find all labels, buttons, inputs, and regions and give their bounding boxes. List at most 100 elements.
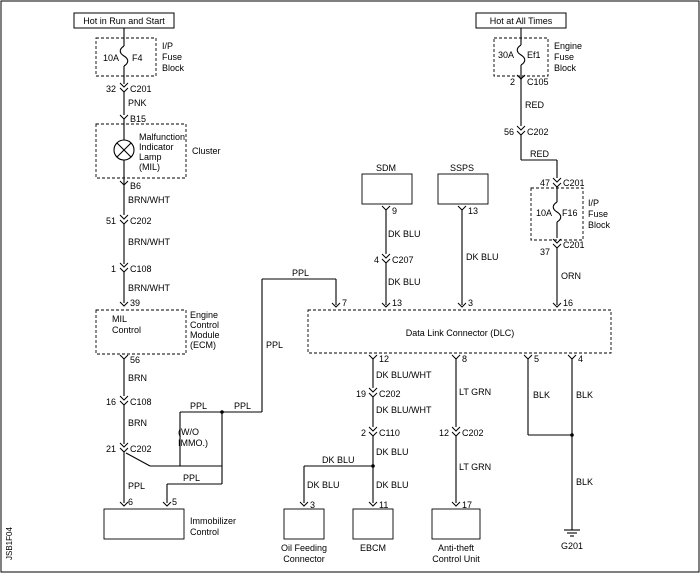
fuse-f4-rating: 10A	[103, 53, 119, 63]
wire-lt-grn-1-label: LT GRN	[459, 387, 491, 397]
ecm-name-l3: Module	[190, 330, 220, 340]
oil-feeding-l1: Oil Feeding	[281, 543, 327, 553]
pin-b15-marker	[119, 114, 129, 120]
fuse-f4-block-l1: I/P	[162, 41, 173, 51]
pin-37: 37	[540, 247, 550, 257]
fuse-f16-rating: 10A	[536, 208, 552, 218]
connector-c202-d-label: C202	[379, 389, 401, 399]
connector-c202-c-label: C202	[527, 127, 549, 137]
connector-c202-e-label: C202	[462, 428, 484, 438]
ground-label: G201	[561, 541, 583, 551]
dlc-label: Data Link Connector (DLC)	[406, 328, 515, 338]
wire-brn-wht-2-label: BRN/WHT	[128, 237, 170, 247]
fuse-f4-icon	[119, 45, 129, 67]
pin-56-c202: 56	[504, 127, 514, 137]
connector-c108-b-label: C108	[130, 397, 152, 407]
pin-6: 6	[128, 497, 133, 507]
fuse-f4-block-l2: Fuse	[162, 52, 182, 62]
connector-c202-c	[516, 125, 526, 136]
wire-ppl-v-label: PPL	[266, 340, 283, 350]
pin-4-c207: 4	[374, 255, 379, 265]
connector-c201-right-top	[552, 177, 562, 188]
wire-brn-wht-3-label: BRN/WHT	[128, 283, 170, 293]
dlc-pin-7: 7	[342, 298, 347, 308]
fuse-f16-block-l1: I/P	[588, 198, 599, 208]
connector-c201-left	[119, 82, 129, 93]
source-all-times-label: Hot at All Times	[490, 16, 553, 26]
connector-c110-label: C110	[379, 428, 400, 438]
sdm-label: SDM	[376, 163, 396, 173]
ssps-pin-13-marker	[457, 205, 467, 211]
fuse-ef1-block-l3: Block	[554, 63, 577, 73]
pin-12-c202: 12	[439, 428, 449, 438]
wire-dk-blu-branch-label: DK BLU	[322, 455, 355, 465]
ebcm-box	[352, 508, 394, 540]
immobilizer-l1: Immobilizer	[190, 516, 236, 526]
wire-ppl-h2-label: PPL	[234, 401, 251, 411]
pin-47: 47	[540, 178, 550, 188]
pin-2-c105: 2	[510, 77, 515, 87]
fuse-block-f4	[95, 37, 157, 77]
mil-lamp-l2: Indicator	[139, 142, 174, 152]
wire-sdm-dk-blu-1-label: DK BLU	[388, 229, 421, 239]
pin-21: 21	[106, 444, 116, 454]
dlc-pin-16: 16	[563, 298, 573, 308]
fuse-ef1-icon	[516, 44, 526, 66]
oil-pin-3: 3	[310, 500, 315, 510]
wire-pnk-label: PNK	[128, 98, 147, 108]
ecm-inner-l2: Control	[112, 325, 141, 335]
immobilizer-l2: Control	[190, 527, 219, 537]
pin-32: 32	[106, 84, 116, 94]
document-id: JSB1F04	[5, 527, 14, 560]
pin-51: 51	[106, 216, 116, 226]
connector-c108-a	[119, 262, 129, 273]
wire-ssps-dk-blu-label: DK BLU	[466, 252, 499, 262]
wire-sdm-dk-blu-2-label: DK BLU	[388, 277, 421, 287]
pin-56-ecm: 56	[130, 355, 140, 365]
dlc-pin-12: 12	[379, 354, 389, 364]
dlc-box	[307, 309, 612, 354]
pin-1: 1	[111, 264, 116, 274]
pin-16: 16	[106, 397, 116, 407]
wire-ppl-top-label: PPL	[292, 268, 309, 278]
wire-brn-2-label: BRN	[128, 418, 147, 428]
fuse-f16-block-l3: Block	[588, 220, 611, 230]
wire-dk-blu-wht-2-label: DK BLU/WHT	[376, 405, 432, 415]
dlc-pin-5-marker	[523, 354, 533, 360]
ebcm-label: EBCM	[360, 543, 386, 553]
pin-2-c110: 2	[361, 428, 366, 438]
ecm-name-l2: Control	[190, 320, 219, 330]
connector-c202-e	[451, 426, 461, 437]
oil-feeding-l2: Connector	[283, 554, 325, 564]
mil-lamp-l3: Lamp	[139, 152, 162, 162]
wire-blk-pin5-label: BLK	[533, 390, 550, 400]
dlc-pin-4-marker	[567, 354, 577, 360]
fuse-ef1-block-l1: Engine	[554, 41, 582, 51]
dlc-pin-4: 4	[578, 354, 583, 364]
ssps-box	[437, 173, 489, 205]
wo-immo-switch-line	[125, 452, 151, 467]
wire-lt-grn-2-label: LT GRN	[459, 462, 491, 472]
cluster-box	[95, 123, 187, 179]
sdm-pin-9-marker	[381, 205, 391, 211]
wo-immo-l1: (W/O	[178, 427, 199, 437]
connector-c202-a	[119, 214, 129, 225]
fuse-f4-block-l3: Block	[162, 63, 185, 73]
ppl-splice	[220, 410, 224, 414]
ecm-name-l4: (ECM)	[190, 340, 216, 350]
dlc-pin-12-marker	[368, 354, 378, 360]
connector-c202-a-label: C202	[130, 216, 152, 226]
wire-brn-wht-1-label: BRN/WHT	[128, 195, 170, 205]
connector-c201-right-bottom-label: C201	[563, 240, 585, 250]
sdm-box	[361, 173, 413, 205]
fuse-block-ef1	[493, 37, 549, 77]
connector-c202-b-label: C202	[130, 444, 152, 454]
fuse-ef1-name: Ef1	[527, 50, 541, 60]
mil-lamp-l4: (MIL)	[139, 162, 160, 172]
dlc-pin-8: 8	[462, 354, 467, 364]
immobilizer-box	[103, 508, 185, 540]
ssps-label: SSPS	[450, 163, 474, 173]
source-run-start-label: Hot in Run and Start	[83, 16, 165, 26]
connector-c207-label: C207	[392, 255, 414, 265]
